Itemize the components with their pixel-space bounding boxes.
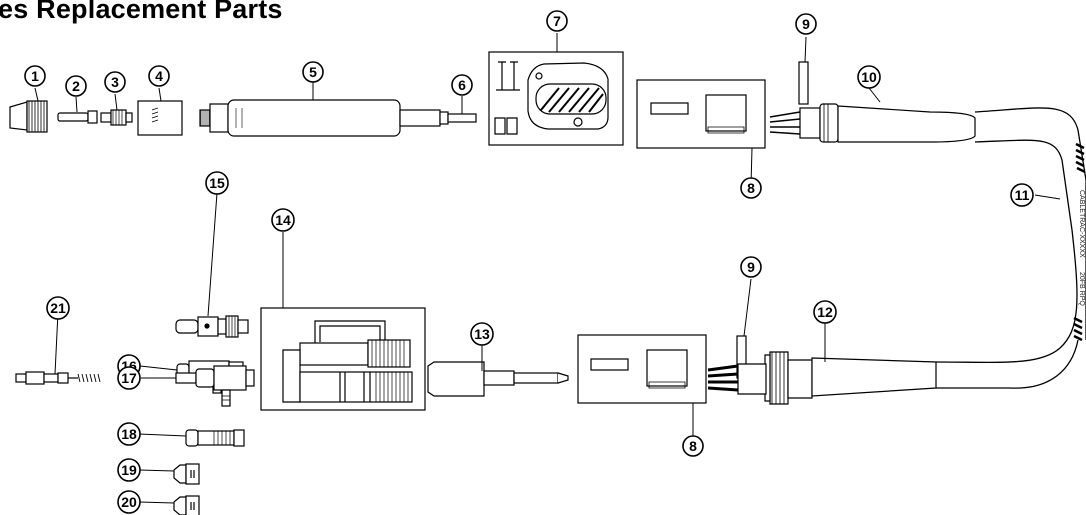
callout-21: 21 (46, 296, 70, 320)
callout-number: 9 (802, 16, 810, 32)
callout-circle (857, 65, 881, 89)
callout-7: 7 (546, 10, 568, 32)
callout-number: 1 (31, 68, 39, 84)
callout-number: 8 (747, 180, 755, 196)
callout-number: 7 (553, 13, 561, 29)
part-handle-kit (488, 51, 624, 146)
callout-circle (117, 458, 141, 482)
part-trigger-housing-bottom (577, 334, 707, 404)
callout-circle (546, 10, 568, 32)
callout-circle (1010, 183, 1034, 207)
part-cable (935, 107, 1086, 389)
callout-number: 10 (861, 69, 877, 85)
callout-circle (104, 71, 126, 93)
cable-marking-a: CABLETRAC-XXXXX (1078, 190, 1085, 258)
callout-number: 2 (72, 78, 80, 94)
callout-5: 5 (302, 61, 324, 83)
part-wire-leads-bottom (707, 363, 767, 395)
callout-circle (117, 366, 141, 390)
callout-12: 12 (813, 300, 837, 324)
callout-number: 18 (121, 426, 137, 442)
callout-circle (205, 171, 229, 195)
part-rod (439, 111, 477, 125)
callout-number: 20 (121, 494, 137, 510)
callout-circle (117, 422, 141, 446)
callout-circle (302, 61, 324, 83)
callout-circle (813, 300, 837, 324)
callout-circle (24, 65, 46, 87)
callout-number: 17 (121, 370, 137, 386)
part-adapter-17 (175, 365, 255, 407)
part-insulator (137, 100, 183, 136)
callout-number: 8 (689, 438, 697, 454)
callout-3: 3 (104, 71, 126, 93)
callout-17: 17 (117, 366, 141, 390)
callout-8a: 8 (740, 177, 762, 199)
callout-number: 19 (121, 462, 137, 478)
part-rear-handle (799, 103, 976, 143)
callout-8b: 8 (682, 435, 704, 457)
callout-circle (740, 256, 762, 278)
part-contact-tip (57, 110, 98, 124)
callout-number: 4 (155, 68, 163, 84)
callout-circle (470, 322, 494, 346)
callout-number: 21 (50, 300, 66, 316)
part-pin-top (798, 61, 809, 105)
part-trigger-housing-top (636, 79, 766, 149)
callout-6: 6 (451, 74, 473, 96)
part-fitting-20 (173, 495, 200, 515)
part-wire-leads-top (769, 111, 801, 135)
callout-1: 1 (24, 65, 46, 87)
part-nozzle (9, 100, 48, 133)
part-fitting-19 (173, 463, 200, 485)
callout-number: 5 (309, 64, 317, 80)
callout-circle (65, 75, 87, 97)
callout-10: 10 (857, 65, 881, 89)
callout-14: 14 (271, 208, 295, 232)
callout-9a: 9 (795, 13, 817, 35)
callout-number: 3 (111, 74, 119, 90)
part-tip-holder (100, 109, 133, 126)
callout-number: 14 (275, 212, 291, 228)
page-title: es Replacement Parts (0, 0, 283, 24)
callout-circle (451, 74, 473, 96)
callout-number: 11 (1015, 187, 1030, 203)
callout-15: 15 (205, 171, 229, 195)
callout-18: 18 (117, 422, 141, 446)
callout-11: 11 (1010, 183, 1034, 207)
part-liner-21 (15, 371, 101, 385)
part-power-pin-block (260, 307, 426, 411)
callout-number: 13 (474, 326, 490, 342)
part-barrel (199, 99, 441, 137)
callout-circle (271, 208, 295, 232)
callout-2: 2 (65, 75, 87, 97)
callout-19: 19 (117, 458, 141, 482)
callout-circle (148, 65, 170, 87)
callout-13: 13 (470, 322, 494, 346)
callout-number: 12 (817, 304, 833, 320)
part-coupling-18 (185, 429, 245, 447)
callout-circle (46, 296, 70, 320)
part-coupling-15 (175, 315, 249, 338)
callout-9b: 9 (740, 256, 762, 278)
callout-circle (795, 13, 817, 35)
callout-number: 15 (209, 175, 225, 191)
callout-circle (117, 490, 141, 514)
callout-circle (682, 435, 704, 457)
callout-4: 4 (148, 65, 170, 87)
part-adapter (427, 361, 569, 397)
callout-number: 6 (458, 77, 466, 93)
callout-circle (740, 177, 762, 199)
callout-number: 9 (747, 259, 755, 275)
cable-marking-b: 20FB RPQ (1078, 272, 1085, 306)
callout-20: 20 (117, 490, 141, 514)
part-front-handle (764, 351, 937, 405)
